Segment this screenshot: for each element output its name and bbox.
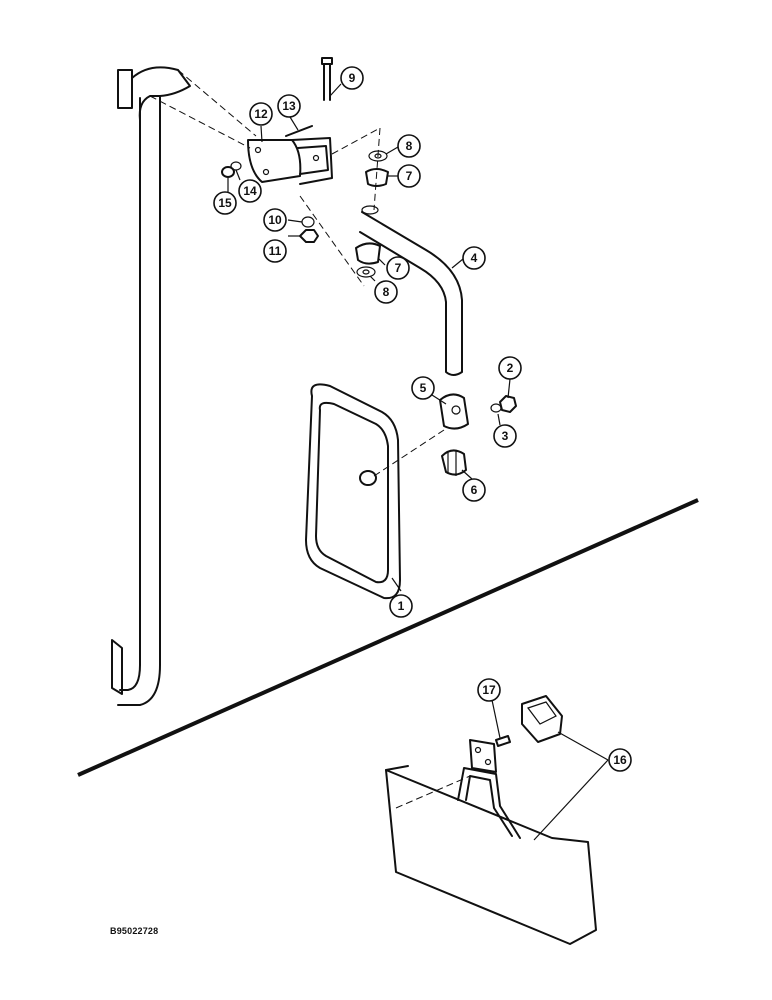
callout-7-top: 7 <box>397 164 421 188</box>
callout-3: 3 <box>493 424 517 448</box>
callout-12: 12 <box>249 102 273 126</box>
visor-bracket-pad <box>521 695 563 743</box>
cap-nut <box>441 449 467 476</box>
callout-15: 15 <box>213 191 237 215</box>
svg-text:7: 7 <box>395 261 402 275</box>
figure-reference-code: B95022728 <box>110 926 159 936</box>
clamp <box>439 393 469 430</box>
callout-17: 17 <box>477 678 501 702</box>
pin <box>285 125 313 137</box>
section-divider <box>77 498 699 777</box>
callout-8-bottom: 8 <box>374 280 398 304</box>
screw-17 <box>495 735 511 747</box>
callout-9: 9 <box>340 66 364 90</box>
svg-text:1: 1 <box>398 599 405 613</box>
callout-8-top: 8 <box>397 134 421 158</box>
svg-text:9: 9 <box>349 71 356 85</box>
alignment-lines <box>149 69 471 809</box>
callout-16: 16 <box>608 748 632 772</box>
svg-text:17: 17 <box>482 683 496 697</box>
svg-text:4: 4 <box>471 251 478 265</box>
callout-6: 6 <box>462 478 486 502</box>
callout-11: 11 <box>263 239 287 263</box>
callout-4: 4 <box>462 246 486 270</box>
svg-text:16: 16 <box>613 753 627 767</box>
callout-7-bottom: 7 <box>386 256 410 280</box>
svg-text:6: 6 <box>471 483 478 497</box>
washer-10 <box>301 216 315 228</box>
nut-11 <box>299 229 319 243</box>
svg-text:3: 3 <box>502 429 509 443</box>
nut-small <box>221 166 235 178</box>
sun-visor <box>385 739 597 945</box>
svg-text:8: 8 <box>383 285 390 299</box>
bolt <box>321 57 333 101</box>
mirror-arm <box>359 211 463 376</box>
svg-text:7: 7 <box>406 169 413 183</box>
svg-text:13: 13 <box>282 99 296 113</box>
leader-lines <box>227 83 609 841</box>
callout-10: 10 <box>263 208 287 232</box>
svg-text:5: 5 <box>420 381 427 395</box>
callout-14: 14 <box>238 179 262 203</box>
callout-5: 5 <box>411 376 435 400</box>
callout-2: 2 <box>498 356 522 380</box>
callout-13: 13 <box>277 94 301 118</box>
nut-2 <box>499 395 517 413</box>
handrail <box>111 66 191 706</box>
svg-text:2: 2 <box>507 361 514 375</box>
callout-1: 1 <box>389 594 413 618</box>
mirror <box>305 383 401 600</box>
svg-text:15: 15 <box>218 196 232 210</box>
washer-8-bottom <box>356 266 376 278</box>
spacer-7-bottom <box>355 242 381 265</box>
spacer-7-top <box>365 168 389 187</box>
svg-text:11: 11 <box>269 244 282 258</box>
svg-text:10: 10 <box>268 213 282 227</box>
washer-3 <box>490 403 502 413</box>
mounting-bracket <box>247 137 333 185</box>
svg-text:12: 12 <box>254 107 268 121</box>
svg-text:8: 8 <box>406 139 413 153</box>
svg-text:14: 14 <box>243 184 257 198</box>
